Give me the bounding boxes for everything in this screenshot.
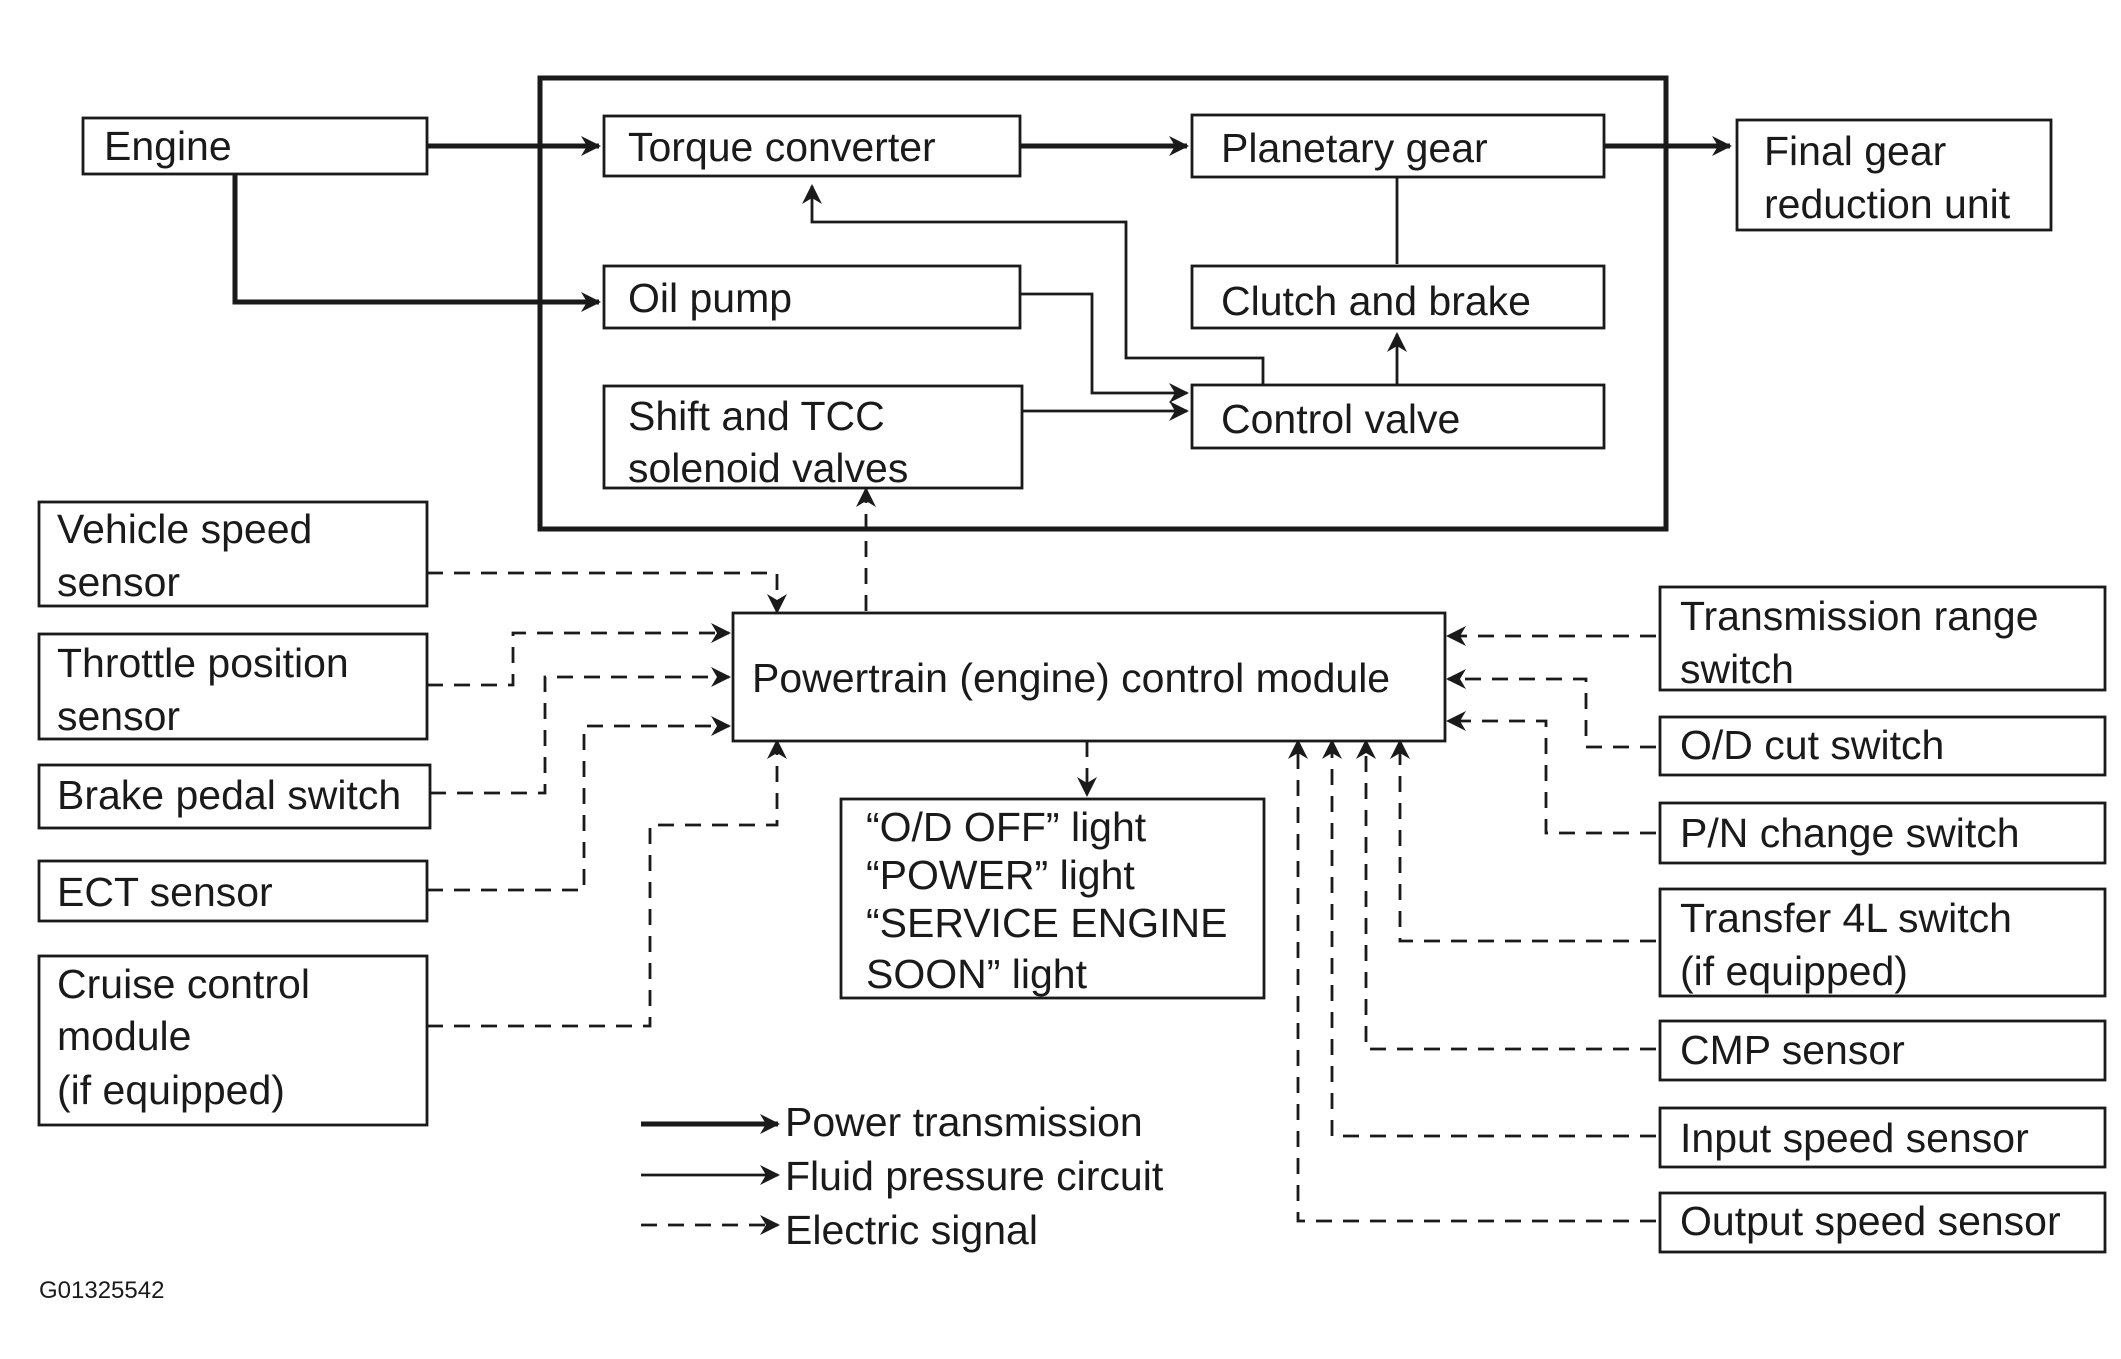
- final-gear-label-1: Final gear: [1764, 128, 1946, 174]
- transfer-4l-switch-label-2: (if equipped): [1680, 948, 1908, 994]
- legend: Power transmission Fluid pressure circui…: [641, 1099, 1164, 1253]
- clutch-brake-block: Clutch and brake: [1190, 264, 1606, 330]
- control-valve-block: Control valve: [1190, 383, 1606, 450]
- shift-tcc-block: Shift and TCC solenoid valves: [602, 384, 1024, 491]
- cruise-control-label-2: module: [57, 1013, 191, 1059]
- legend-fluid-label: Fluid pressure circuit: [785, 1153, 1164, 1199]
- final-gear-block: Final gear reduction unit: [1735, 118, 2053, 232]
- clutch-brake-label: Clutch and brake: [1221, 278, 1531, 324]
- transfer-4l-switch-label-1: Transfer 4L switch: [1680, 895, 2012, 941]
- electric-signal-lines: [427, 487, 1656, 1223]
- vehicle-speed-sensor-label-2: sensor: [57, 559, 180, 605]
- od-cut-switch-block: O/D cut switch: [1658, 715, 2107, 777]
- cruise-control-module-block: Cruise control module (if equipped): [37, 954, 429, 1127]
- planetary-gear-block: Planetary gear: [1190, 113, 1606, 179]
- oil-pump-label: Oil pump: [628, 275, 792, 321]
- shift-tcc-label-2: solenoid valves: [628, 445, 908, 491]
- transfer-4l-switch-block: Transfer 4L switch (if equipped): [1658, 887, 2107, 998]
- torque-converter-label: Torque converter: [628, 124, 936, 170]
- transmission-range-switch-label-1: Transmission range: [1680, 593, 2039, 639]
- input-speed-sensor-block: Input speed sensor: [1658, 1106, 2107, 1169]
- service-engine-light-label-2: SOON” light: [866, 951, 1088, 997]
- cruise-control-label-1: Cruise control: [57, 961, 310, 1007]
- planetary-gear-label: Planetary gear: [1221, 125, 1488, 171]
- pcm-label: Powertrain (engine) control module: [752, 655, 1390, 701]
- fluid-pressure-lines: [802, 177, 1407, 421]
- legend-power-label: Power transmission: [785, 1099, 1143, 1145]
- cmp-sensor-block: CMP sensor: [1658, 1019, 2107, 1082]
- oil-pump-block: Oil pump: [602, 264, 1022, 330]
- shift-tcc-label-1: Shift and TCC: [628, 393, 885, 439]
- engine-block: Engine: [81, 116, 429, 176]
- throttle-position-sensor-label-2: sensor: [57, 693, 180, 739]
- vehicle-speed-sensor-label-1: Vehicle speed: [57, 506, 312, 552]
- throttle-position-sensor-block: Throttle position sensor: [37, 632, 429, 741]
- transmission-range-switch-block: Transmission range switch: [1658, 585, 2107, 692]
- cruise-control-label-3: (if equipped): [57, 1067, 285, 1113]
- cmp-sensor-label: CMP sensor: [1680, 1027, 1905, 1073]
- output-speed-sensor-label: Output speed sensor: [1680, 1198, 2061, 1244]
- torque-converter-block: Torque converter: [602, 114, 1022, 178]
- input-speed-sensor-label: Input speed sensor: [1680, 1115, 2029, 1161]
- final-gear-label-2: reduction unit: [1764, 181, 2011, 227]
- pn-change-switch-block: P/N change switch: [1658, 801, 2107, 865]
- engine-label: Engine: [104, 123, 232, 169]
- indicator-lights-block: “O/D OFF” light “POWER” light “SERVICE E…: [839, 797, 1266, 1000]
- vehicle-speed-sensor-block: Vehicle speed sensor: [37, 500, 429, 608]
- pcm-block: Powertrain (engine) control module: [731, 611, 1447, 743]
- ect-sensor-label: ECT sensor: [57, 869, 273, 915]
- pn-change-switch-label: P/N change switch: [1680, 810, 2020, 856]
- throttle-position-sensor-label-1: Throttle position: [57, 640, 349, 686]
- od-cut-switch-label: O/D cut switch: [1680, 722, 1944, 768]
- power-transmission-lines: [232, 136, 1732, 312]
- output-speed-sensor-block: Output speed sensor: [1658, 1191, 2107, 1254]
- ect-sensor-block: ECT sensor: [37, 859, 429, 923]
- od-off-light-label: “O/D OFF” light: [866, 804, 1147, 850]
- transmission-range-switch-label-2: switch: [1680, 646, 1794, 692]
- power-light-label: “POWER” light: [866, 852, 1135, 898]
- control-valve-label: Control valve: [1221, 396, 1460, 442]
- brake-pedal-switch-label: Brake pedal switch: [57, 772, 401, 818]
- legend-electric-label: Electric signal: [785, 1207, 1038, 1253]
- service-engine-light-label-1: “SERVICE ENGINE: [866, 900, 1228, 946]
- brake-pedal-switch-block: Brake pedal switch: [37, 763, 432, 830]
- figure-code: G01325542: [39, 1277, 164, 1304]
